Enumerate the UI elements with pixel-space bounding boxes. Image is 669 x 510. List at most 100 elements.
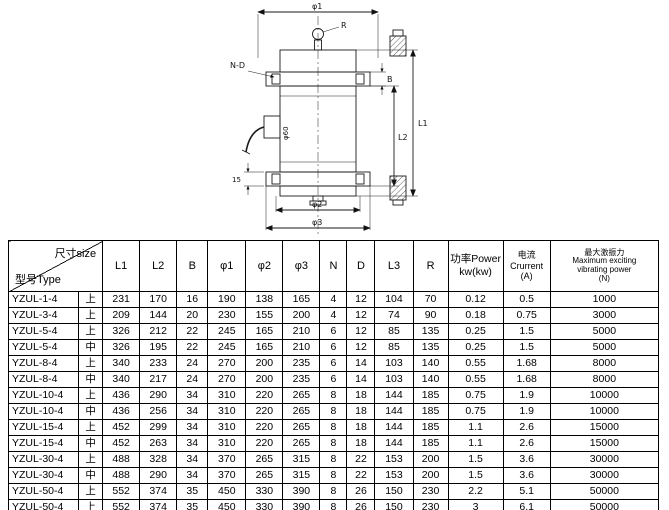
value-cell: 10000 [549, 403, 660, 420]
value-cell: 35 [176, 499, 209, 510]
value-cell: 315 [282, 467, 321, 484]
value-cell: 310 [207, 419, 247, 436]
value-cell: 200 [412, 451, 449, 468]
value-cell: 15000 [549, 435, 660, 452]
col-header-l1: L1 [102, 240, 141, 292]
value-cell: 230 [412, 499, 449, 510]
value-cell: 8 [319, 419, 348, 436]
value-cell: 155 [245, 307, 284, 324]
value-cell: 185 [412, 403, 449, 420]
position-cell: 上 [78, 483, 104, 500]
value-cell: 310 [207, 403, 247, 420]
value-cell: 328 [139, 451, 178, 468]
value-cell: 390 [282, 483, 321, 500]
value-cell: 0.5 [502, 291, 551, 308]
model-cell: YZUL-30-4 [7, 451, 80, 468]
dim-label-phi3: φ3 [312, 218, 322, 227]
value-cell: 8 [319, 435, 348, 452]
value-cell: 103 [374, 355, 414, 372]
value-cell: 22 [346, 451, 376, 468]
model-cell: YZUL-8-4 [7, 371, 80, 388]
value-cell: 265 [245, 467, 284, 484]
value-cell: 370 [207, 451, 247, 468]
value-cell: 220 [245, 419, 284, 436]
value-cell: 212 [139, 323, 178, 340]
value-cell: 20 [176, 307, 209, 324]
value-cell: 210 [282, 323, 321, 340]
flange-section-top [389, 35, 407, 57]
value-cell: 24 [176, 371, 209, 388]
value-cell: 6.1 [502, 499, 551, 510]
value-cell: 220 [245, 435, 284, 452]
value-cell: 210 [282, 339, 321, 356]
value-cell: 0.55 [447, 355, 504, 372]
value-cell: 144 [374, 435, 414, 452]
value-cell: 5000 [549, 323, 660, 340]
value-cell: 3.6 [502, 467, 551, 484]
value-cell: 12 [346, 323, 376, 340]
value-cell: 330 [245, 499, 284, 510]
value-cell: 1.68 [502, 355, 551, 372]
value-cell: 26 [346, 499, 376, 510]
model-cell: YZUL-5-4 [7, 323, 80, 340]
value-cell: 0.75 [447, 403, 504, 420]
value-cell: 14 [346, 371, 376, 388]
value-cell: 185 [412, 387, 449, 404]
value-cell: 18 [346, 419, 376, 436]
value-cell: 150 [374, 499, 414, 510]
col-header-current: 电流 Crurrent (A) [502, 240, 551, 292]
col-header-r: R [412, 240, 449, 292]
value-cell: 144 [374, 419, 414, 436]
value-cell: 290 [139, 467, 178, 484]
value-cell: 8 [319, 387, 348, 404]
value-cell: 552 [102, 483, 141, 500]
value-cell: 150 [374, 483, 414, 500]
value-cell: 1000 [549, 291, 660, 308]
value-cell: 235 [282, 355, 321, 372]
position-cell: 上 [78, 387, 104, 404]
value-cell: 8000 [549, 355, 660, 372]
corner-header-cell: 尺寸size 型号Type [7, 240, 104, 292]
col-header-b: B [176, 240, 209, 292]
value-cell: 12 [346, 291, 376, 308]
value-cell: 200 [412, 467, 449, 484]
value-cell: 34 [176, 467, 209, 484]
value-cell: 552 [102, 499, 141, 510]
value-cell: 326 [102, 339, 141, 356]
flange-section-bottom [389, 175, 407, 201]
dim-label-b: B [387, 75, 393, 84]
force-label-en1: Maximum exciting [572, 256, 637, 266]
col-header-n: N [319, 240, 348, 292]
value-cell: 0.12 [447, 291, 504, 308]
value-cell: 85 [374, 339, 414, 356]
value-cell: 230 [412, 483, 449, 500]
value-cell: 310 [207, 435, 247, 452]
model-cell: YZUL-3-4 [7, 307, 80, 324]
value-cell: 200 [245, 355, 284, 372]
value-cell: 74 [374, 307, 414, 324]
value-cell: 18 [346, 435, 376, 452]
value-cell: 1.68 [502, 371, 551, 388]
dim-label-phi60: φ60 [282, 126, 290, 140]
col-header-phi1: φ1 [207, 240, 247, 292]
value-cell: 4 [319, 291, 348, 308]
dim-label-nd: N-D [230, 61, 245, 70]
value-cell: 315 [282, 451, 321, 468]
value-cell: 6 [319, 339, 348, 356]
value-cell: 330 [245, 483, 284, 500]
value-cell: 235 [282, 371, 321, 388]
value-cell: 5.1 [502, 483, 551, 500]
value-cell: 2.6 [502, 419, 551, 436]
technical-drawing: φ1 R N-D B L1 L2 φ60 15 φ2 φ3 [230, 2, 428, 234]
value-cell: 220 [245, 403, 284, 420]
value-cell: 231 [102, 291, 141, 308]
value-cell: 85 [374, 323, 414, 340]
value-cell: 450 [207, 499, 247, 510]
drawing-area: φ1 R N-D B L1 L2 φ60 15 φ2 φ3 [228, 0, 442, 238]
dim-label-r: R [341, 21, 347, 30]
model-cell: YZUL-10-4 [7, 387, 80, 404]
value-cell: 6 [319, 371, 348, 388]
value-cell: 1.1 [447, 435, 504, 452]
